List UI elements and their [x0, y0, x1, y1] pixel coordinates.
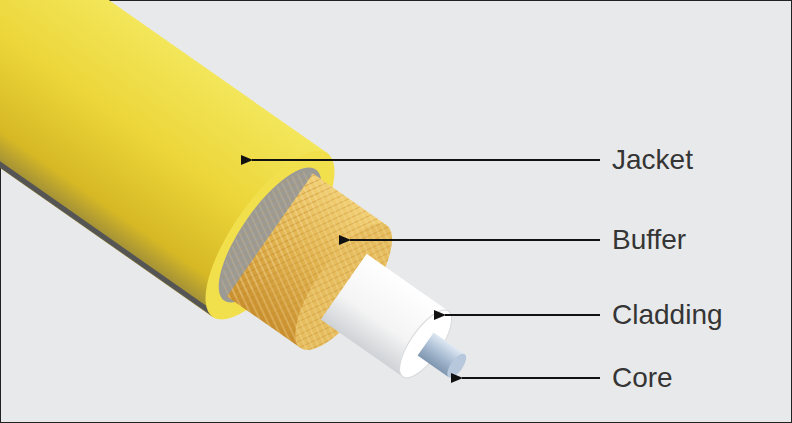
leader-arrow — [350, 239, 600, 241]
part-label: Jacket — [612, 144, 693, 176]
core-face — [444, 351, 470, 381]
leader-arrow — [462, 377, 600, 379]
cable — [0, 0, 519, 423]
leader-arrow — [445, 314, 600, 316]
jacket-shadow — [0, 28, 214, 315]
part-label: Cladding — [612, 299, 723, 331]
leader-arrow — [252, 159, 600, 161]
leader-arrows — [252, 160, 600, 378]
part-label: Core — [612, 362, 673, 394]
part-label: Buffer — [612, 224, 686, 256]
